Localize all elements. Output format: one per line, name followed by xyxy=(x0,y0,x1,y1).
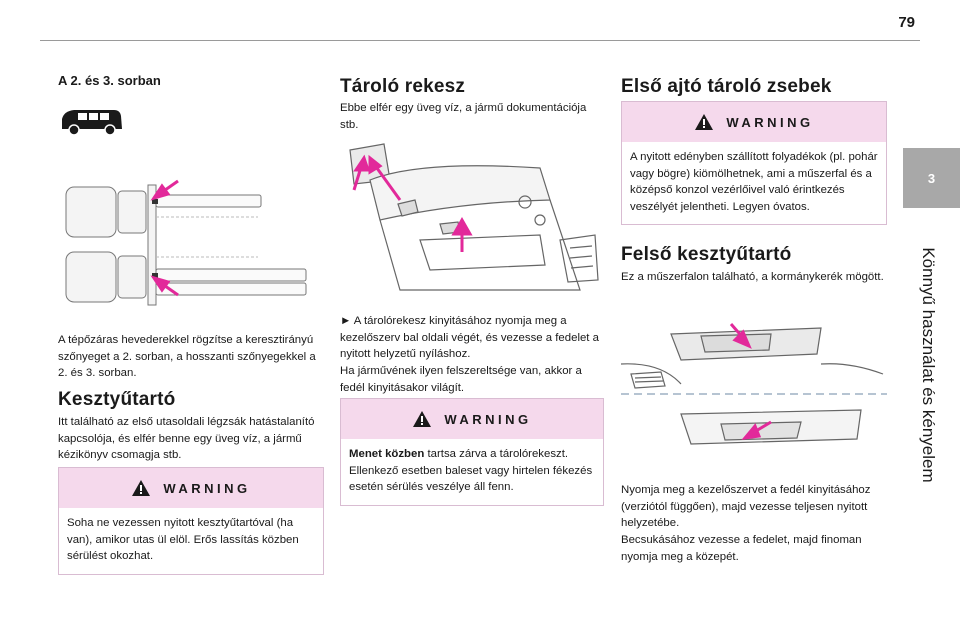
column-left: A 2. és 3. sorban A tépőzáras hevederekk… xyxy=(58,62,324,575)
warning-label: WARNING xyxy=(444,411,532,427)
storage-compartment-illustration xyxy=(349,143,599,291)
upper-glovebox-intro: Ez a műszerfalon található, a kormányker… xyxy=(621,271,884,283)
door-pocket-warning: WARNING A nyitott edényben szállított fo… xyxy=(621,101,887,225)
page-number: 79 xyxy=(898,14,915,31)
glovebox-heading: Kesztyűtartó xyxy=(58,389,176,410)
upper-glovebox-heading: Felső kesztyűtartó xyxy=(621,244,792,265)
storage-intro: Ebbe elfér egy üveg víz, a jármű dokumen… xyxy=(340,102,587,131)
warning-rest: tartsa zárva a tárolórekeszt. Ellenkező … xyxy=(349,448,593,493)
chapter-title: Könnyű használat és kényelem xyxy=(908,215,954,515)
column-right: Első ajtó tároló zsebek WARNING A nyitot… xyxy=(621,62,887,563)
warning-header: WARNING xyxy=(59,468,323,508)
upper-glovebox-step1: Nyomja meg a kezelőszervet a fedél kinyi… xyxy=(621,484,871,529)
storage-warning: WARNING Menet közben tartsa zárva a táro… xyxy=(340,398,604,506)
floor-mat-illustration xyxy=(65,179,307,306)
warning-header: WARNING xyxy=(622,102,886,142)
upper-glovebox-step2: Becsukásához vezesse a fedelet, majd fin… xyxy=(621,534,862,563)
warning-label: WARNING xyxy=(726,114,814,130)
van-icon xyxy=(62,110,122,136)
glovebox-warning: WARNING Soha ne vezessen nyitott kesztyű… xyxy=(58,467,324,575)
section-heading-rows: A 2. és 3. sorban xyxy=(58,73,161,88)
warning-header: WARNING xyxy=(341,399,603,439)
column-middle: Tároló rekesz Ebbe elfér egy üveg víz, a… xyxy=(340,62,604,506)
warning-icon xyxy=(132,480,151,496)
door-pocket-heading: Első ajtó tároló zsebek xyxy=(621,76,832,97)
header-rule xyxy=(40,40,920,41)
warning-label: WARNING xyxy=(163,480,251,496)
warning-text: Soha ne vezessen nyitott kesztyűtartóval… xyxy=(67,517,299,562)
warning-text: Menet közben tartsa zárva a tárolórekesz… xyxy=(349,446,597,496)
storage-note: Ha járművének ilyen felszereltsége van, … xyxy=(340,365,582,394)
warning-bold: Menet közben xyxy=(349,448,425,460)
warning-icon xyxy=(413,411,432,427)
chapter-tab[interactable]: 3 xyxy=(903,148,960,208)
warning-icon xyxy=(695,114,714,130)
storage-heading: Tároló rekesz xyxy=(340,76,466,97)
chapter-title-text: Könnyű használat és kényelem xyxy=(919,247,938,483)
upper-glovebox-illustration xyxy=(621,323,887,445)
glovebox-body: Itt található az első utasoldali légzsák… xyxy=(58,416,315,461)
mat-paragraph: A tépőzáras hevederekkel rögzítse a kere… xyxy=(58,334,316,379)
storage-instruction: ► A tárolórekesz kinyitásához nyomja meg… xyxy=(340,315,599,360)
warning-text: A nyitott edényben szállított folyadékok… xyxy=(630,151,878,213)
